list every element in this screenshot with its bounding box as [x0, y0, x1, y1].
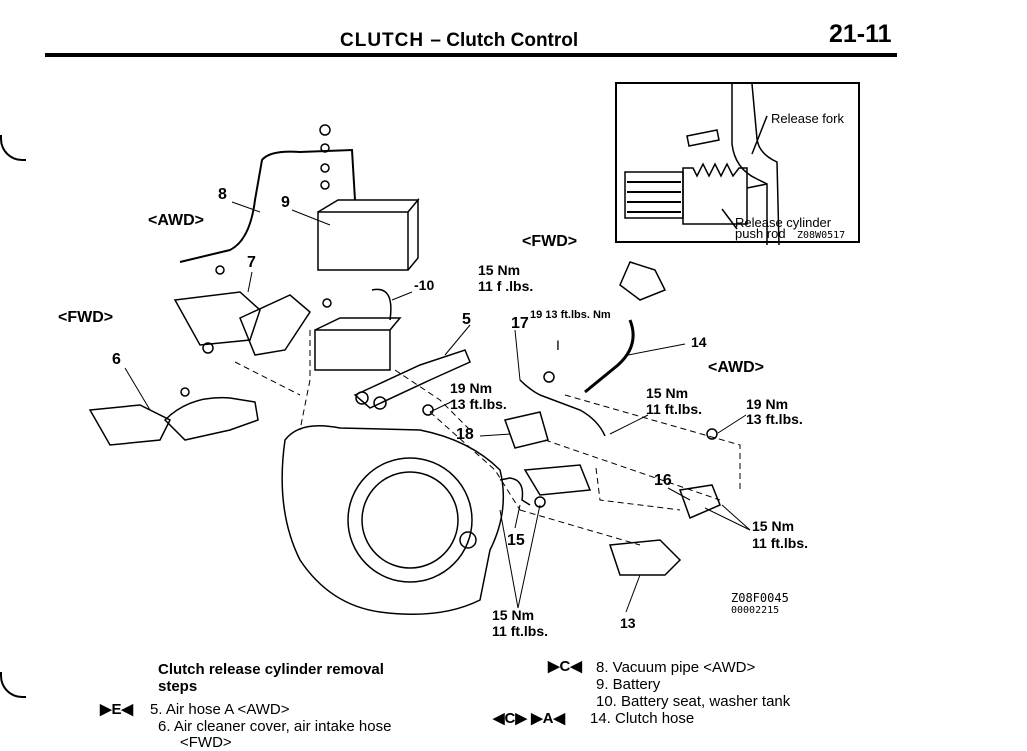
torque-f-nm: 15 Nm [752, 518, 795, 534]
torque-d-nm: 15 Nm [646, 385, 689, 401]
part-number-15: 15 [507, 532, 525, 549]
inset-detail: Release fork Release cylinder push rod Z… [615, 82, 860, 245]
part-number-17: 17 [511, 315, 529, 332]
clutch-pipe [519, 379, 606, 437]
torque-c-ft: 13 ft.lbs. [450, 396, 507, 412]
boot-bellows [682, 162, 748, 225]
part-number-13: 13 [620, 615, 636, 631]
part-number-8: 8 [218, 186, 227, 203]
step5-marker: ▶E◀ [100, 701, 134, 718]
step8-marker: ▶C◀ [548, 658, 582, 675]
label-fwd-left: <FWD> [58, 309, 114, 326]
battery-seat [314, 317, 402, 371]
torque-b: 19 13 ft.lbs. Nm [530, 309, 611, 321]
bell-housing-opening [347, 457, 473, 583]
vacuum-pipe [179, 148, 356, 263]
torque-e-nm: 19 Nm [746, 396, 789, 412]
step-10: 10. Battery seat, washer tank [596, 693, 791, 710]
inset-label-push-rod: push rod [735, 226, 786, 241]
torque-a-ft: 11 f .lbs. [478, 278, 534, 294]
part-number-7: 7 [247, 254, 256, 271]
figure-code: Z08F0045 [731, 591, 789, 605]
part-marker-i: I [556, 337, 560, 353]
step-8: 8. Vacuum pipe <AWD> [596, 659, 756, 676]
step-6-line1: 6. Air cleaner cover, air intake hose [158, 718, 392, 735]
part-number-18: 18 [456, 426, 474, 443]
page-number: 21-11 [829, 20, 892, 48]
label-awd-left: <AWD> [148, 212, 205, 229]
bracket-16 [678, 484, 721, 520]
torque-e-ft: 13 ft.lbs. [746, 411, 803, 427]
figure-subcode: 00002215 [731, 605, 780, 616]
inset-drawing [624, 84, 780, 245]
steps-heading-line1: Clutch release cylinder removal [158, 661, 384, 678]
step-14: 14. Clutch hose [590, 710, 695, 727]
release-cylinder [608, 539, 682, 576]
inset-label-release-cylinder: Release cylinder [735, 215, 832, 230]
air-cleaner-cover [88, 404, 172, 446]
battery [317, 211, 409, 271]
label-awd-right: <AWD> [708, 359, 765, 376]
torque-d-ft: 11 ft.lbs. [646, 401, 703, 417]
part-number-10: -10 [414, 277, 435, 293]
torque-f-ft: 11 ft.lbs. [752, 535, 809, 551]
step-9: 9. Battery [596, 676, 661, 693]
inset-label-release-fork: Release fork [771, 111, 844, 126]
air-cleaner-awd [173, 291, 261, 346]
label-fwd-center: <FWD> [522, 233, 578, 250]
section-title: CLUTCH – Clutch Control [340, 30, 578, 52]
part-number-5: 5 [462, 311, 471, 328]
torque-g-nm: 15 Nm [492, 607, 535, 623]
clutch-hose [584, 319, 635, 394]
part-number-14: 14 [691, 334, 707, 350]
torque-g-ft: 11 ft.lbs. [492, 623, 549, 639]
step-6-line2: <FWD> [180, 734, 232, 751]
clutch-bracket [504, 411, 549, 449]
part-number-9: 9 [281, 194, 290, 211]
part-number-6: 6 [112, 351, 121, 368]
torque-a-nm: 15 Nm [478, 262, 521, 278]
step14-marker: ◀C▶ ▶A◀ [493, 710, 565, 727]
part-number-16: 16 [654, 472, 672, 489]
inset-code: Z08W0517 [797, 230, 846, 241]
steps-heading-line2: steps [158, 678, 198, 695]
header-rule [45, 53, 897, 57]
air-intake-hose [163, 396, 259, 441]
section-name: CLUTCH [340, 30, 425, 51]
step-5: 5. Air hose A <AWD> [150, 701, 290, 718]
bolt-shape [686, 129, 720, 147]
subsection-name: – Clutch Control [430, 30, 579, 51]
air-hose-a [353, 349, 471, 409]
torque-c-nm: 19 Nm [450, 380, 493, 396]
transmission-housing [281, 425, 505, 616]
